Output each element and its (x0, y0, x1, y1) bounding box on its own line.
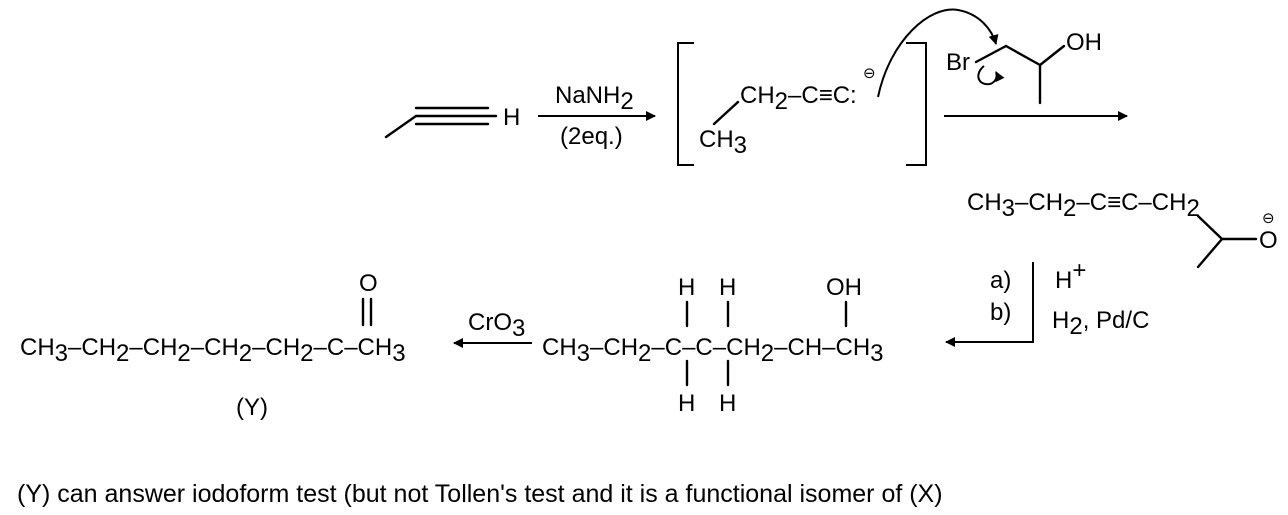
intermediate-carbanion-charge: ⊖ (863, 65, 876, 82)
alkoxide-ch-methyl-bond (1196, 237, 1224, 269)
leaving-group-curved-arrow (977, 65, 1005, 86)
nucleophilic-attack-curved-arrow (877, 8, 999, 98)
ch-oh-bond (1038, 44, 1066, 67)
step4-arrow-group: CrO3 (453, 309, 532, 348)
alkoxide-ch2-ch-bond (1196, 214, 1224, 241)
br-ch2-bond (974, 44, 1008, 64)
step4-oxidant: CrO3 (468, 309, 525, 342)
alcohol-h-top-2: H (719, 274, 736, 301)
alcohol-product: CH3–CH2–C–C–CH2–CH–CH3 H H H H OH (542, 274, 884, 417)
step1-equivalents: (2eq.) (560, 123, 623, 150)
bromo-alcohol-reagent: Br OH (946, 29, 1102, 105)
conclusion-note: (Y) can answer iodoform test (but not To… (17, 480, 943, 508)
step3-arrow (945, 262, 1034, 347)
propyne-methyl-bond (384, 114, 418, 139)
alkoxide-chain: CH3–CH2–C≡C–CH2 (967, 189, 1200, 222)
step1-reagent: NaNH2 (555, 82, 634, 115)
left-bracket (677, 42, 694, 166)
step3-label-b: b) (990, 299, 1011, 326)
step3-reagent-b: H2, Pd/C (1052, 307, 1149, 340)
intermediate-ch2: CH2–C≡C: (740, 82, 857, 115)
alcohol-chain: CH3–CH2–C–C–CH2–CH–CH3 (542, 334, 884, 367)
alcohol-h-bottom-2: H (719, 390, 736, 417)
acetylide-intermediate: CH2–C≡C: ⊖ CH3 (677, 8, 999, 166)
right-bracket (906, 42, 927, 166)
ketone-oxygen: O (359, 270, 378, 297)
intermediate-ch3-bond (712, 100, 740, 126)
alcohol-hydroxyl: OH (826, 274, 862, 301)
step3-reagent-a: H+ (1055, 257, 1086, 294)
alkoxide-oxygen: O (1259, 227, 1278, 254)
propyne-terminal-h: H (503, 104, 520, 131)
intermediate-ch3: CH3 (699, 126, 747, 159)
alkoxide-intermediate: CH3–CH2–C≡C–CH2 O ⊖ (967, 189, 1278, 269)
alcohol-h-top-1: H (678, 274, 695, 301)
alkoxide-charge: ⊖ (1262, 210, 1275, 227)
bromine-label: Br (946, 49, 970, 76)
step1-arrow-group: NaNH2 (2eq.) (538, 82, 656, 150)
ketone-product: CH3–CH2–CH2–CH2–CH2–C–CH3 O (Y) (20, 270, 406, 421)
propyne-structure: H (384, 104, 520, 139)
alcohol-h-bottom-1: H (678, 390, 695, 417)
hydroxyl-label: OH (1066, 29, 1102, 56)
ketone-chain: CH3–CH2–CH2–CH2–CH2–C–CH3 (20, 334, 406, 367)
ch2-ch-bond (1004, 44, 1042, 67)
step3-label-a: a) (990, 267, 1011, 294)
ketone-label: (Y) (236, 394, 268, 421)
step3-arrow-group: a) b) H+ H2, Pd/C (945, 257, 1149, 347)
